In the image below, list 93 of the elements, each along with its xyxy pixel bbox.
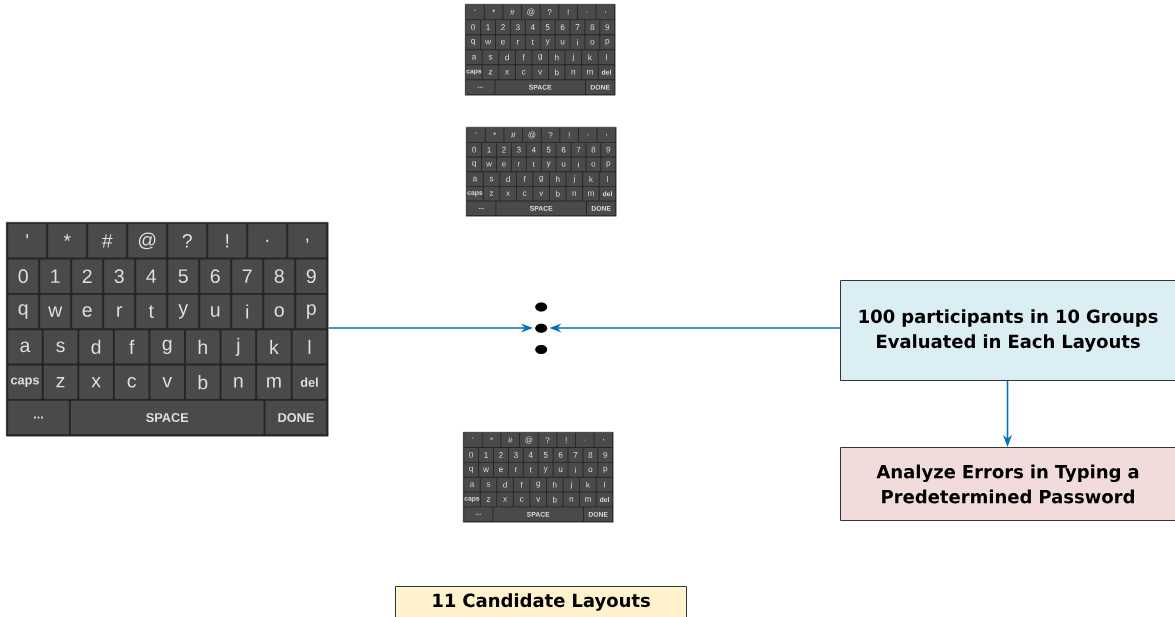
text-box: 11 Candidate Layouts — [395, 586, 687, 617]
key: 9 — [600, 20, 615, 35]
key: p — [296, 294, 327, 329]
key: ' — [8, 224, 47, 258]
key: h — [185, 330, 220, 364]
key: ! — [557, 433, 576, 448]
key: w — [40, 294, 71, 329]
text-box: Analyze Errors in Typing a Predetermined Password — [840, 447, 1175, 521]
key: @ — [523, 128, 541, 142]
key: 5 — [168, 259, 199, 293]
key: a — [8, 330, 42, 364]
key: 1 — [481, 20, 496, 35]
key: d — [500, 172, 516, 186]
key: q — [466, 35, 481, 50]
key: 8 — [264, 259, 295, 293]
text-box: 100 participants in 10 Groups Evaluated in Each Layouts — [840, 280, 1175, 381]
key: a — [467, 172, 483, 186]
keyboard — [466, 127, 617, 217]
key: . — [248, 224, 287, 258]
key: caps — [8, 365, 42, 399]
key: * — [48, 224, 87, 258]
key: SPACE — [70, 400, 264, 435]
key: k — [257, 330, 291, 364]
key: ' — [467, 128, 485, 142]
key: s — [43, 330, 78, 364]
key: j — [221, 330, 256, 364]
key: q — [8, 294, 39, 329]
key: ' — [466, 5, 484, 20]
key: g — [150, 330, 184, 364]
key: , — [288, 224, 327, 258]
key: r — [104, 294, 135, 329]
key: p — [600, 35, 615, 50]
key: x — [499, 65, 515, 80]
key: 0 — [8, 259, 39, 293]
keyboard — [465, 4, 616, 96]
key: ! — [559, 5, 578, 20]
key: 7 — [232, 259, 263, 293]
key: m — [580, 492, 596, 507]
key: o — [264, 294, 295, 329]
key: m — [257, 365, 291, 399]
key: o — [586, 157, 601, 172]
key: g — [533, 172, 550, 186]
key: f — [114, 330, 149, 364]
key: 1 — [40, 259, 71, 293]
key: o — [585, 35, 600, 50]
keyboard — [6, 222, 329, 437]
key: d — [79, 330, 113, 364]
key: 8 — [585, 20, 600, 35]
key: i — [232, 294, 263, 329]
ellipsis-dots — [535, 302, 548, 354]
key: g — [532, 50, 549, 65]
key: w — [481, 35, 496, 50]
key: DONE — [265, 400, 327, 435]
key: p — [601, 157, 616, 172]
key: q — [467, 157, 482, 172]
key: i — [571, 157, 586, 172]
key: y — [168, 294, 199, 329]
key: w — [482, 157, 497, 172]
key: 6 — [200, 259, 231, 293]
key: x — [497, 492, 513, 507]
key: # — [88, 224, 127, 258]
keyboard — [463, 432, 614, 523]
key: i — [570, 35, 585, 50]
key: m — [582, 65, 598, 80]
key: 4 — [136, 259, 167, 293]
key: k — [583, 172, 599, 186]
key: x — [79, 365, 113, 399]
key: # — [504, 128, 523, 142]
key: ' — [464, 433, 482, 448]
key: 0 — [466, 20, 481, 35]
key: ! — [560, 128, 579, 142]
key: u — [200, 294, 231, 329]
key: k — [582, 50, 598, 65]
key: l — [292, 330, 327, 364]
key: t — [136, 294, 167, 329]
key: v — [530, 492, 547, 507]
key: v — [532, 65, 549, 80]
key: 2 — [72, 259, 103, 293]
key: ... — [8, 400, 69, 435]
key: e — [72, 294, 103, 329]
key: ! — [208, 224, 247, 258]
key: @ — [128, 224, 167, 258]
key: d — [499, 50, 515, 65]
key: # — [501, 433, 520, 448]
key: v — [150, 365, 184, 399]
key: a — [466, 50, 482, 65]
key: # — [503, 5, 522, 20]
key: @ — [522, 5, 540, 20]
key: @ — [520, 433, 538, 448]
key: ? — [168, 224, 207, 258]
key: 9 — [296, 259, 327, 293]
key: 3 — [104, 259, 135, 293]
key: 7 — [570, 20, 585, 35]
